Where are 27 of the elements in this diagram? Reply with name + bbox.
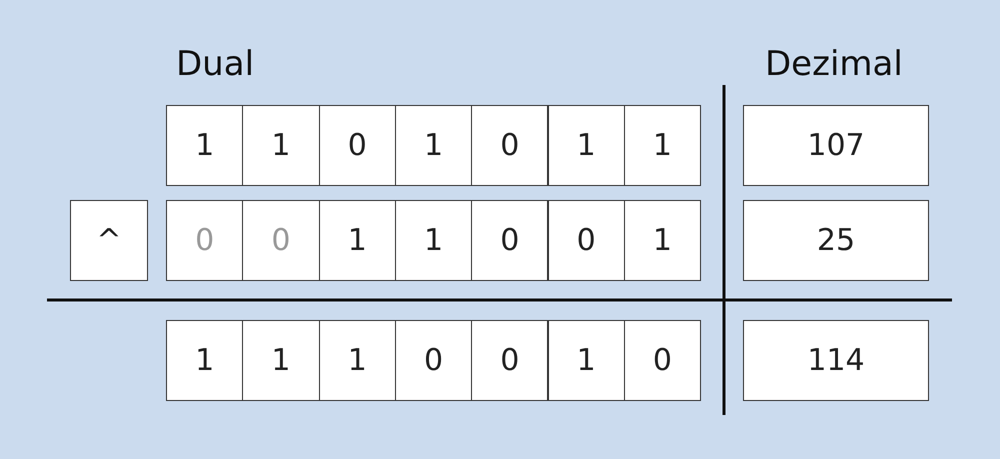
- bit-cell: 0: [548, 200, 625, 281]
- bit-cell: 1: [318, 320, 396, 401]
- bit-cell: 1: [548, 105, 625, 186]
- bit-cell: 1: [548, 320, 625, 401]
- bit-cell: 1: [394, 200, 472, 281]
- bit-cell: 1: [166, 105, 244, 186]
- bit-cell: 0: [394, 320, 472, 401]
- bit-cell: 1: [624, 105, 702, 186]
- decimal-cell: 25: [743, 200, 929, 281]
- bit-cell: 0: [471, 105, 548, 186]
- bit-cell: 0: [166, 200, 244, 281]
- decimal-cell: 107: [743, 105, 929, 186]
- bit-cell: 0: [624, 320, 702, 401]
- bit-cell: 1: [624, 200, 702, 281]
- bit-cell: 0: [318, 105, 396, 186]
- column-heading: Dezimal: [765, 44, 903, 84]
- bit-cell: 0: [242, 200, 320, 281]
- bit-cell: 1: [242, 105, 320, 186]
- bit-cell: 1: [166, 320, 244, 401]
- operator-cell: ^: [70, 200, 148, 281]
- column-heading: Dual: [176, 44, 254, 84]
- bit-cell: 0: [471, 200, 548, 281]
- bit-cell: 1: [242, 320, 320, 401]
- bit-cell: 0: [471, 320, 548, 401]
- bit-cell: 1: [394, 105, 472, 186]
- bit-cell: 1: [318, 200, 396, 281]
- decimal-cell: 114: [743, 320, 929, 401]
